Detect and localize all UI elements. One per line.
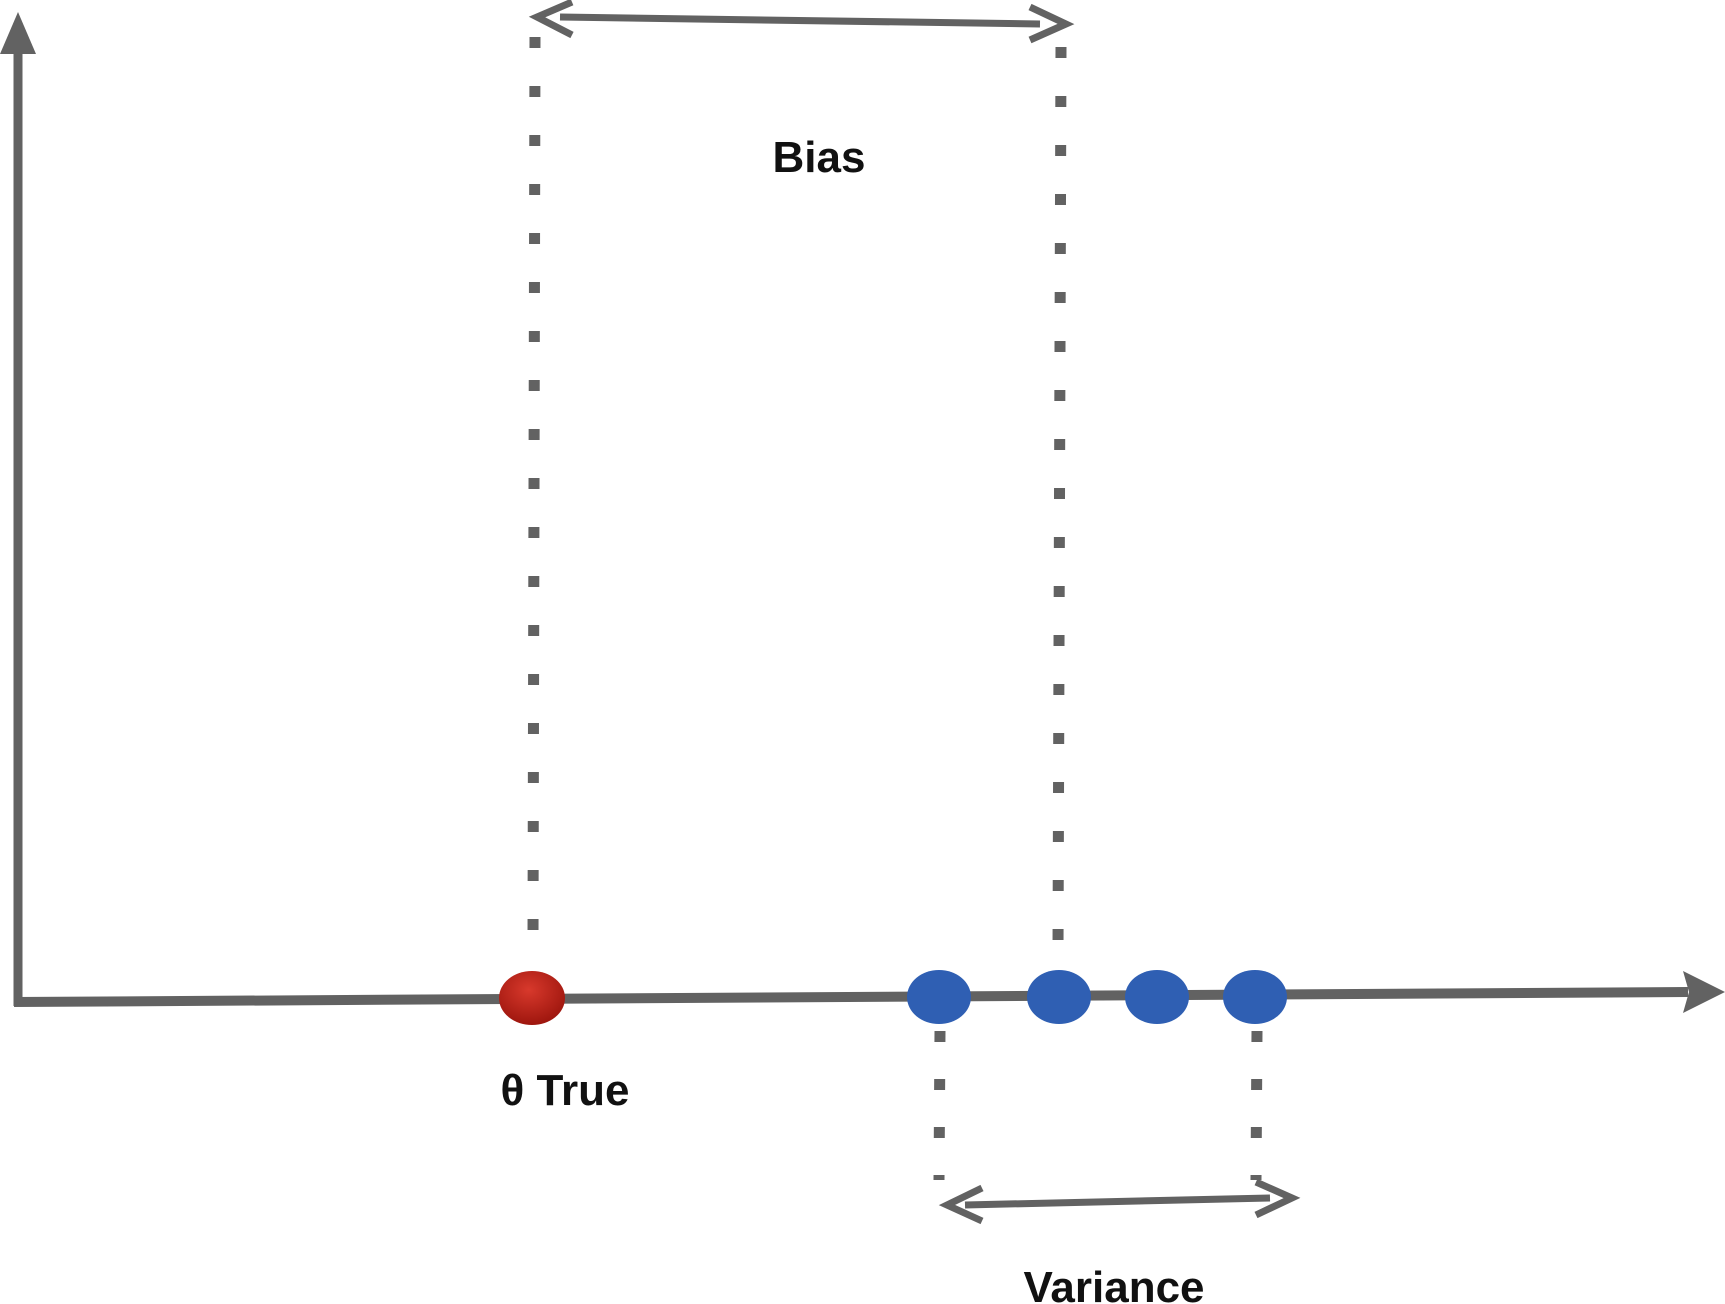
y-axis-arrowhead (0, 12, 36, 54)
bias-arrow (528, 0, 1075, 44)
variance-arrow (938, 1178, 1301, 1225)
mean-estimate-guide-line (1052, 46, 1067, 951)
x-axis (13, 971, 1725, 1013)
x-axis-arrowhead (1683, 971, 1725, 1013)
variance-label: Variance (1023, 1263, 1204, 1304)
estimate-point (1223, 970, 1287, 1024)
true-value-point (499, 971, 565, 1025)
theta-true-label: θ True (501, 1066, 630, 1115)
y-axis (0, 12, 36, 1006)
variance-left-guide-line (933, 1030, 946, 1181)
true-value-guide-line (527, 36, 541, 941)
variance-right-guide-line (1250, 1030, 1263, 1181)
estimate-point (907, 970, 971, 1024)
estimate-point (1027, 970, 1091, 1024)
estimate-point (1125, 970, 1189, 1024)
bias-label: Bias (773, 133, 866, 182)
